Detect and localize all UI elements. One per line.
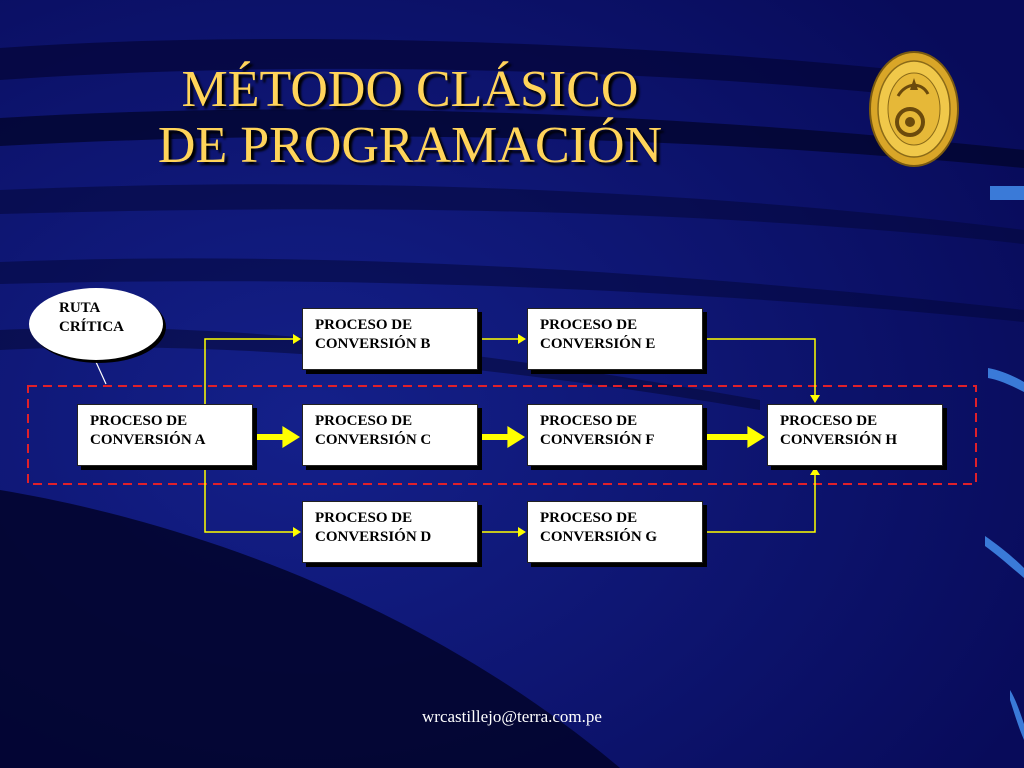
critical-path-callout: RUTA CRÍTICA (29, 288, 163, 360)
node-d-line-2: CONVERSIÓN D (315, 529, 432, 545)
edge-g-h (703, 467, 820, 533)
node-a-line-2: CONVERSIÓN A (90, 432, 206, 448)
slide-title: MÉTODO CLÁSICO DE PROGRAMACIÓN (100, 62, 720, 174)
node-b-line-2: CONVERSIÓN B (315, 336, 431, 352)
node-g-line-1: PROCESO DE (540, 510, 638, 526)
node-conversion-f: PROCESO DE CONVERSIÓN F (527, 404, 703, 466)
node-d-line-1: PROCESO DE (315, 510, 413, 526)
node-f-line-2: CONVERSIÓN F (540, 432, 655, 448)
edge-b-e (478, 334, 526, 344)
callout-line-2: CRÍTICA (59, 319, 125, 335)
node-conversion-h: PROCESO DE CONVERSIÓN H (767, 404, 943, 466)
node-conversion-e: PROCESO DE CONVERSIÓN E (527, 308, 703, 370)
node-conversion-d: PROCESO DE CONVERSIÓN D (302, 501, 478, 563)
node-e-line-1: PROCESO DE (540, 317, 638, 333)
title-line-1: MÉTODO CLÁSICO (181, 61, 639, 118)
node-conversion-b: PROCESO DE CONVERSIÓN B (302, 308, 478, 370)
node-f-line-1: PROCESO DE (540, 413, 638, 429)
node-h-line-2: CONVERSIÓN H (780, 432, 898, 448)
critical-path-outline (27, 385, 977, 485)
edge-a-c (255, 426, 300, 448)
edge-a-d (204, 466, 301, 537)
title-line-2: DE PROGRAMACIÓN (157, 117, 663, 174)
edge-a-b (204, 334, 301, 404)
edge-c-f (480, 426, 525, 448)
node-c-line-1: PROCESO DE (315, 413, 413, 429)
node-h-line-1: PROCESO DE (780, 413, 878, 429)
edge-f-h (705, 426, 765, 448)
node-conversion-g: PROCESO DE CONVERSIÓN G (527, 501, 703, 563)
node-c-line-2: CONVERSIÓN C (315, 432, 432, 448)
node-e-line-2: CONVERSIÓN E (540, 336, 656, 352)
callout-pointer (95, 361, 107, 385)
node-b-line-1: PROCESO DE (315, 317, 413, 333)
node-g-line-2: CONVERSIÓN G (540, 529, 658, 545)
edge-e-h (703, 338, 820, 403)
callout-line-1: RUTA (59, 300, 101, 316)
edge-d-g (478, 527, 526, 537)
node-conversion-c: PROCESO DE CONVERSIÓN C (302, 404, 478, 466)
node-conversion-a: PROCESO DE CONVERSIÓN A (77, 404, 253, 466)
footer-email: wrcastillejo@terra.com.pe (422, 707, 602, 726)
node-a-line-1: PROCESO DE (90, 413, 188, 429)
university-seal-icon (869, 51, 959, 167)
